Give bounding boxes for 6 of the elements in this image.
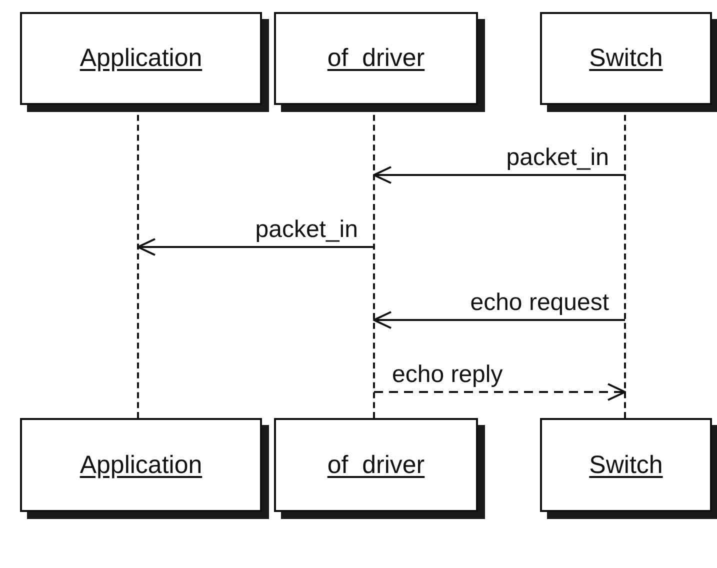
- message-arrow: [137, 238, 374, 256]
- message-arrow: [374, 383, 626, 401]
- message-label: echo reply: [390, 362, 505, 388]
- message-label: echo request: [468, 290, 611, 316]
- message-arrow: [373, 311, 625, 329]
- message-arrow: [373, 166, 625, 184]
